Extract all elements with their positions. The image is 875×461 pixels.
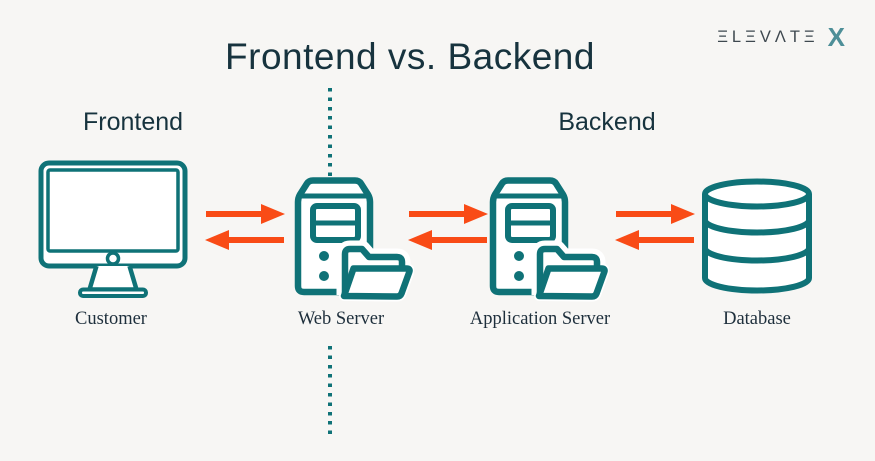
arrow-right-icon <box>409 204 488 224</box>
arrow-right-icon <box>206 204 285 224</box>
database-label: Database <box>723 309 791 329</box>
logo-x-mark: X <box>827 22 845 52</box>
database-icon <box>701 178 813 296</box>
application-server-label: Application Server <box>469 309 611 329</box>
logo-wordmark: ΞLΞVΛTΞ <box>717 27 819 46</box>
dotted-separator-bottom <box>328 346 332 438</box>
frontend-zone-label: Frontend <box>82 108 184 136</box>
arrow-left-icon <box>205 229 284 250</box>
dotted-separator-top <box>328 88 332 179</box>
webserver-appserver-arrows <box>407 203 489 251</box>
monitor-icon <box>37 159 189 299</box>
server-icon <box>489 176 609 302</box>
arrow-left-icon <box>408 229 487 250</box>
arrow-right-icon <box>616 204 695 224</box>
page-title: Frontend vs. Backend <box>225 36 595 77</box>
backend-zone-label: Backend <box>558 108 656 136</box>
arrow-left-icon <box>615 229 694 250</box>
server-icon <box>294 176 414 302</box>
elevate-x-logo: ΞLΞVΛTΞ X <box>717 24 845 50</box>
appserver-database-arrows <box>614 203 696 251</box>
web-server-label: Web Server <box>297 309 385 329</box>
customer-webserver-arrows <box>204 203 286 251</box>
customer-label: Customer <box>75 309 147 329</box>
